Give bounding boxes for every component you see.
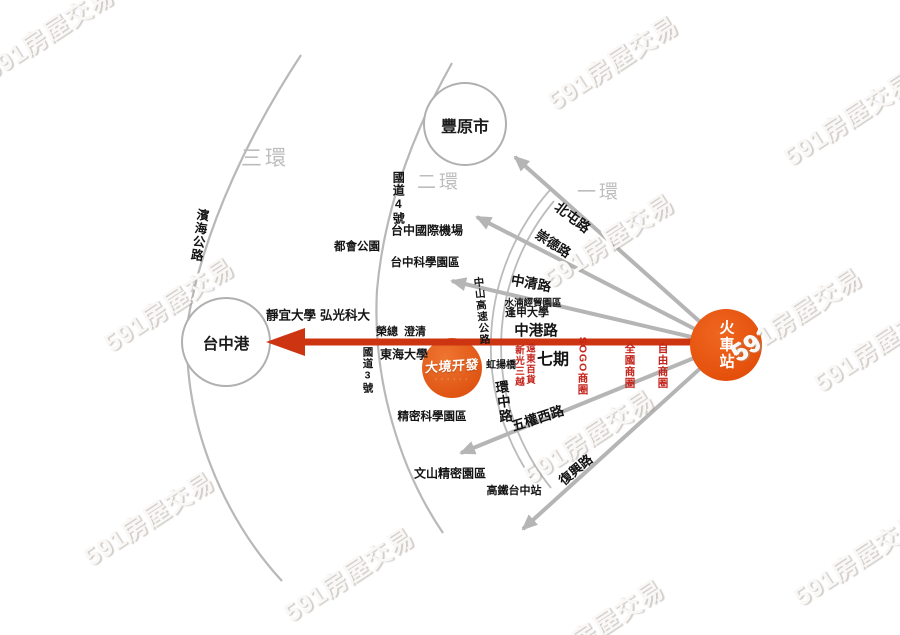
train-station-label: 火車站 bbox=[717, 319, 735, 371]
taichung-port-label: 台中港 bbox=[202, 336, 250, 353]
label-zhonggang-rd: 中港路 bbox=[514, 323, 558, 340]
radiating-roads bbox=[450, 155, 728, 531]
label-sogo-district: SOGO商圈 bbox=[576, 336, 589, 396]
label-hsr-taichung-station: 高鐵台中站 bbox=[486, 485, 542, 498]
label-ring-2: 二環 bbox=[416, 172, 462, 194]
label-national-district: 全國商圈 bbox=[623, 343, 636, 389]
label-hungkuang-univ: 弘光科大 bbox=[319, 308, 371, 323]
label-hwy-3: 國道3號 bbox=[361, 346, 374, 394]
red-arrowhead bbox=[266, 328, 305, 356]
developer-logo-circle bbox=[422, 338, 482, 398]
label-shinkong-mitsukoshi: 新光三越 bbox=[512, 345, 524, 387]
developer-logo-title: 大境开發 bbox=[424, 356, 480, 376]
wuquan-w-rd-line bbox=[459, 343, 727, 455]
label-ring-3: 三環 bbox=[241, 146, 289, 170]
label-freedom-district: 自由商圈 bbox=[656, 343, 669, 389]
zhongshan-freeway-arc bbox=[489, 189, 551, 479]
label-ring-1: 一環 bbox=[576, 182, 622, 204]
zhongqing-rd-line bbox=[450, 277, 727, 347]
label-hwy-4: 國道4號 bbox=[391, 171, 406, 225]
train-station-circle bbox=[690, 309, 762, 381]
chongde-rd-line bbox=[475, 215, 727, 347]
label-hongyang-bridge: 虹揚橋 bbox=[486, 359, 516, 371]
label-shuinan-economic-zone: 水湳經貿園區 bbox=[504, 298, 562, 310]
label-veterans-hospital: 榮總 bbox=[376, 326, 398, 339]
fengyuan-label: 豐原市 bbox=[440, 119, 490, 136]
label-taichung-science-park: 台中科學園區 bbox=[390, 256, 460, 269]
fengyuan-circle bbox=[423, 82, 507, 166]
label-precision-science-park: 精密科學園區 bbox=[397, 410, 467, 423]
label-chengching: 澄清 bbox=[404, 326, 426, 339]
label-wenshan-precision-park: 文山精密園區 bbox=[413, 466, 487, 481]
beitun-rd-line bbox=[513, 155, 728, 347]
label-providence-univ: 靜宜大學 bbox=[265, 308, 317, 323]
label-district-7: 七期 bbox=[536, 351, 570, 369]
label-fengchia-univ: 逢甲大學 bbox=[505, 307, 549, 320]
label-far-eastern-dept: 遠東百貨 bbox=[523, 343, 535, 385]
ring-2-arc bbox=[375, 62, 453, 534]
label-tunghai-univ: 東海大學 bbox=[379, 347, 429, 362]
label-taichung-intl-airport: 台中國際機場 bbox=[390, 223, 464, 238]
developer-logo-caption: · · · · · · bbox=[435, 377, 469, 383]
fuxing-rd-line bbox=[521, 343, 728, 531]
label-metropolitan-park: 都會公園 bbox=[334, 240, 380, 253]
